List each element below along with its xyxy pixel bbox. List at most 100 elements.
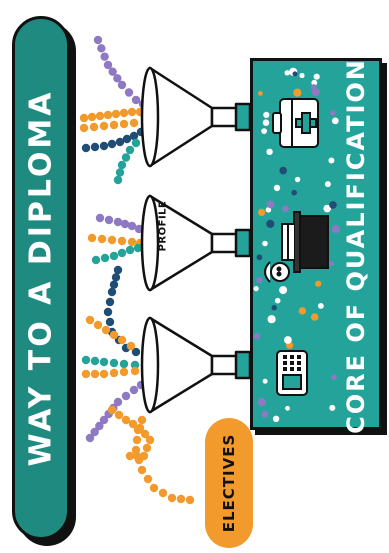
confetti-dot [299,73,304,78]
stream-dot [120,120,128,128]
stream-dot [114,266,122,274]
confetti-dot [315,281,321,287]
stream-dot [186,496,194,504]
stream-dot [100,142,108,150]
confetti-dot [254,286,259,291]
funnel-3-rim [142,318,158,412]
stream-dot [91,370,99,378]
funnel-3 [142,318,250,412]
stream-dot [112,273,120,281]
stream-dot [88,113,96,121]
stream-dot [131,367,139,375]
stream-dot [112,110,120,118]
stream-dot [108,140,116,148]
stream-dot [130,386,138,394]
stream-dot [101,254,109,262]
stream-dot [128,238,136,246]
stream-dot [122,392,130,400]
stream-dot [91,143,99,151]
stream-dot [130,119,138,127]
first-aid-kit-icon [273,99,318,147]
stream-dot [104,308,112,316]
funnel-1-cone [150,68,212,166]
confetti-dot [262,411,269,418]
confetti-dot [293,71,298,76]
funnel-2-rim [142,196,158,290]
stream-dot [100,358,108,366]
stream-dot [118,249,126,257]
confetti-dot [262,241,268,247]
stream-dot [143,444,151,452]
confetti-dot [263,379,268,384]
stream-dot [144,475,152,483]
confetti-dot [258,209,265,216]
stream-dot [106,298,114,306]
stream-dot [126,146,134,154]
stream-dot [97,44,105,52]
confetti-dot [332,118,339,125]
stream-dot [118,336,126,344]
confetti-dot [268,315,276,323]
stream-dot [108,406,116,414]
stream-dot [126,452,134,460]
stream-dot [100,52,108,60]
stream-dot [116,168,124,176]
cook-at-stove-icon [265,212,328,282]
stream-dot [92,256,100,264]
stream-dot [110,252,118,260]
funnel-3-cone [150,318,212,412]
stream-dot [115,411,123,419]
confetti-dot [282,205,289,212]
stream-dot [120,109,128,117]
confetti-dot [325,181,331,187]
stream-dot [110,359,118,367]
confetti-dot [267,201,275,209]
stream-dot [114,176,122,184]
stream-dot [82,356,90,364]
stream-dot [127,342,135,350]
stream-dot [118,237,126,245]
stream-dot [110,121,118,129]
funnel-1-rim [142,68,158,166]
stream-dot [86,316,94,324]
confetti-dot [258,398,266,406]
stream-dot [168,494,176,502]
electives-label: ELECTIVES [220,434,238,533]
stream-dot [132,139,140,147]
core-label: CORE OF QUALIFICATION [342,58,370,434]
stream-dot [94,321,102,329]
confetti-dot [330,110,336,116]
stream-dot [106,318,114,326]
stream-dot [133,436,141,444]
stream-dot [122,153,130,161]
stream-dot [82,144,90,152]
confetti-dot [299,307,306,314]
confetti-dot [318,303,324,309]
confetti-dot [331,374,337,380]
funnel-3-joint [236,352,250,378]
funnel-1-joint [236,104,250,130]
stream-dot [110,280,118,288]
stream-dot [120,368,128,376]
stream-dot [114,398,122,406]
funnel-2-joint [236,230,250,256]
stream-dot [159,489,167,497]
stream-dot [102,326,110,334]
stream-dot [82,370,90,378]
confetti-dot [261,128,267,134]
confetti-dot [254,333,260,339]
confetti-dot [279,286,287,294]
card-reader-icon [277,351,307,395]
stream-dot [177,495,185,503]
funnel-1 [142,68,250,166]
stream-dot [108,236,116,244]
stream-dot [96,214,104,222]
stream-dot [128,108,136,116]
confetti-dot [273,416,279,422]
confetti-dot [332,225,340,233]
profile-label: PROFILE [158,201,169,252]
confetti-dot [257,254,263,260]
confetti-dot [311,84,317,90]
confetti-dot [293,89,301,97]
